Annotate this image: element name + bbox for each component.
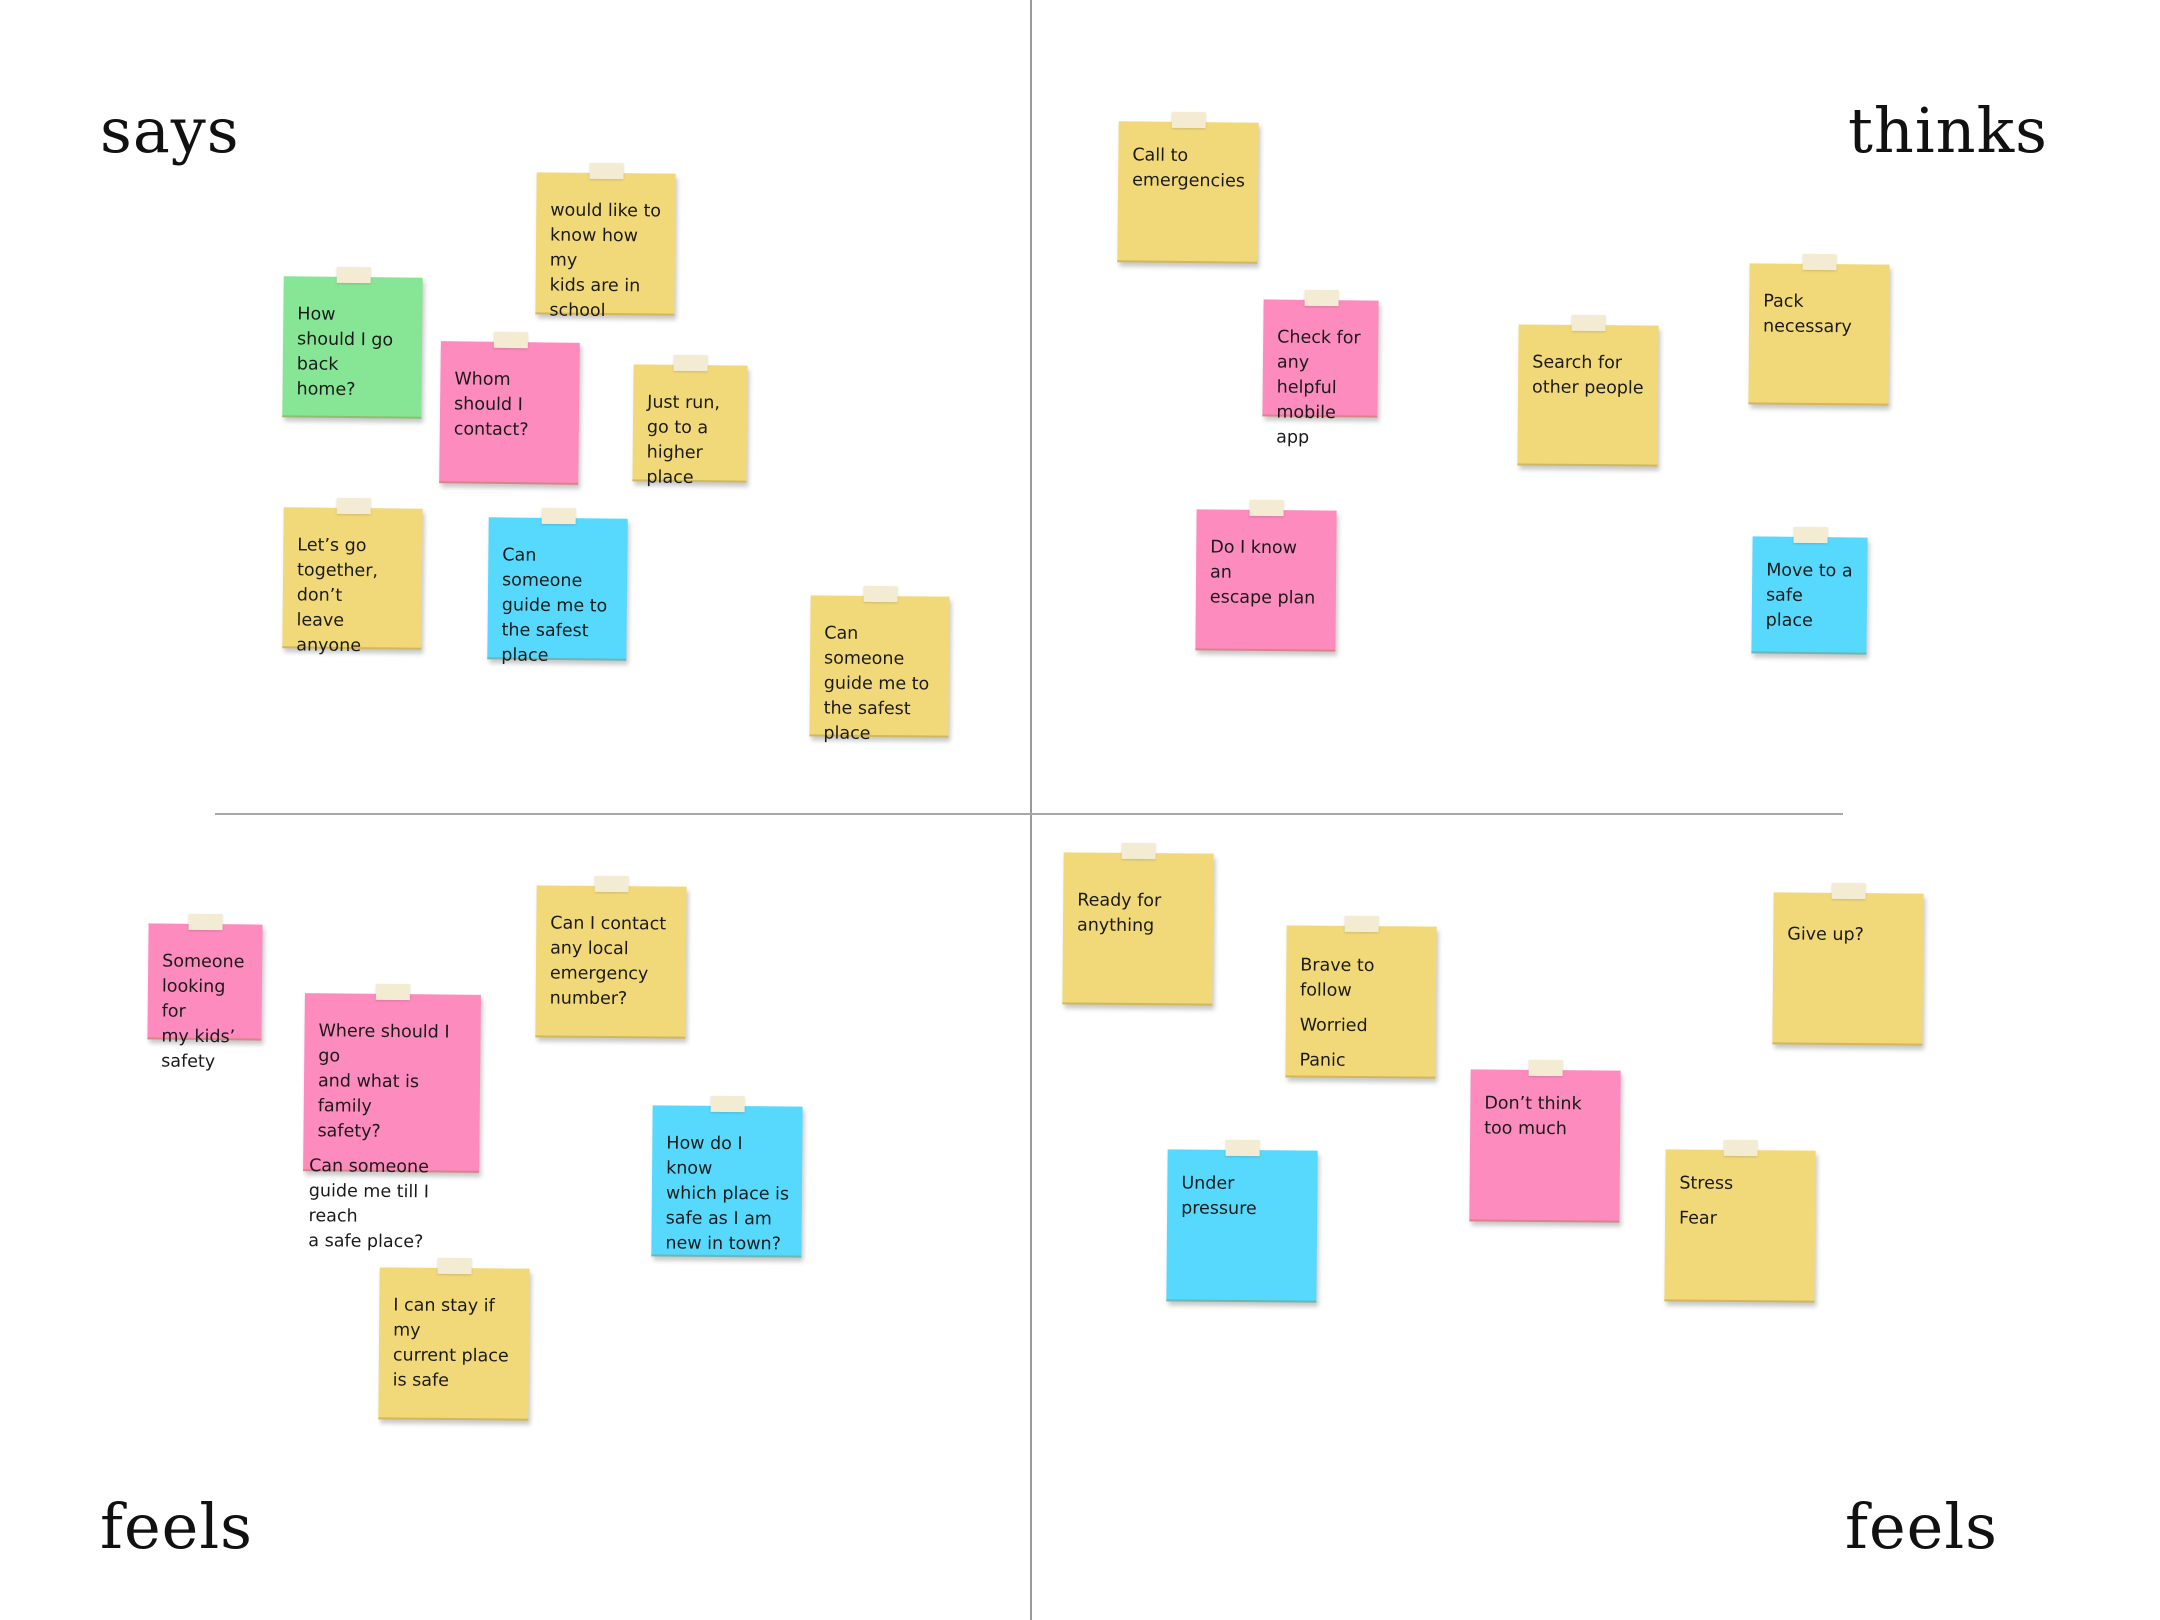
sticky-note-text: Stress	[1679, 1173, 1734, 1194]
sticky-note[interactable]: Under pressure	[1166, 1139, 1318, 1303]
tape-strip	[375, 983, 411, 1001]
sticky-note[interactable]: Someone looking for my kids’ safety	[147, 913, 263, 1072]
sticky-note-text: would like to know how my kids are in sc…	[549, 200, 662, 322]
sticky-note[interactable]: Let’s go together, don’t leave anyone	[282, 497, 423, 656]
sticky-note-text: Give up?	[1787, 924, 1864, 946]
sticky-note-text: Under pressure	[1181, 1173, 1257, 1220]
horizontal-divider	[215, 813, 1843, 815]
sticky-note[interactable]: How should I go back home?	[282, 266, 423, 419]
sticky-note-text: Let’s go together, don’t leave anyone	[296, 535, 379, 657]
sticky-note[interactable]: Can someone guide me to the safest place	[809, 585, 950, 744]
tape-strip	[1249, 499, 1284, 517]
tape-strip	[589, 162, 624, 180]
sticky-note[interactable]: Move to a safe place	[1751, 526, 1868, 655]
sticky-note[interactable]: How do I know which place is safe as I a…	[651, 1095, 803, 1258]
sticky-note[interactable]: I can stay if my current place is safe	[378, 1257, 530, 1421]
sticky-note-text: Search for other people	[1531, 352, 1644, 399]
tape-strip	[336, 266, 371, 284]
sticky-note-text: Brave to follow	[1300, 955, 1375, 1001]
sticky-note[interactable]: Call to emergencies	[1117, 111, 1259, 264]
sticky-note-text: Do I know an escape plan	[1209, 537, 1316, 609]
tape-strip	[1571, 314, 1606, 332]
tape-strip	[1723, 1139, 1758, 1157]
sticky-note-text: Where should I go and what is family saf…	[317, 1021, 450, 1142]
tape-strip	[1171, 111, 1206, 129]
sticky-note[interactable]: Can I contact any local emergency number…	[535, 875, 687, 1039]
sticky-note[interactable]: Don’t think too much	[1469, 1059, 1621, 1223]
sticky-note[interactable]: Can someone guide me to the safest place	[487, 507, 628, 666]
tape-strip	[594, 875, 629, 893]
tape-strip	[710, 1095, 745, 1113]
quadrant-label-thinks: thinks	[1848, 94, 2048, 167]
sticky-note-text: Don’t think too much	[1484, 1093, 1582, 1140]
sticky-note-text: Panic	[1299, 1050, 1346, 1071]
tape-strip	[541, 507, 576, 525]
sticky-note-text: Move to a safe place	[1765, 560, 1853, 632]
tape-strip	[493, 331, 528, 349]
tape-strip	[437, 1257, 472, 1275]
tape-strip	[1121, 842, 1156, 860]
sticky-note[interactable]: Do I know an escape plan	[1195, 499, 1337, 652]
tape-strip	[673, 354, 708, 372]
sticky-note-text: Pack necessary	[1762, 291, 1852, 338]
tape-strip	[1802, 253, 1837, 271]
sticky-note-text: Can I contact any local emergency number…	[549, 913, 667, 1010]
sticky-note-text: Can someone guide me till I reach a safe…	[308, 1156, 430, 1253]
sticky-note-text: Worried	[1299, 1015, 1368, 1037]
tape-strip	[1831, 882, 1866, 900]
sticky-note-text: How do I know which place is safe as I a…	[665, 1133, 790, 1255]
quadrant-label-says: says	[100, 94, 240, 167]
sticky-note[interactable]: Search for other people	[1517, 314, 1659, 467]
sticky-note-text: Whom should I contact?	[453, 369, 529, 441]
quadrant-label-feels-right: feels	[1845, 1490, 1998, 1563]
tape-strip	[1304, 289, 1339, 307]
sticky-note[interactable]: Ready for anything	[1062, 842, 1214, 1006]
sticky-note[interactable]: Check for any helpful mobile app	[1262, 289, 1379, 448]
sticky-note-text: I can stay if my current place is safe	[392, 1295, 509, 1391]
sticky-note-text: Can someone guide me to the safest place	[501, 545, 608, 666]
sticky-note[interactable]: would like to know how my kids are in sc…	[535, 162, 676, 321]
sticky-note-text: How should I go back home?	[296, 304, 394, 401]
sticky-note-text: Fear	[1678, 1208, 1717, 1229]
tape-strip	[1528, 1059, 1563, 1077]
sticky-note-text: Just run, go to a higher place	[646, 392, 721, 489]
vertical-divider	[1030, 0, 1032, 1620]
sticky-note-text: Call to emergencies	[1132, 145, 1246, 192]
sticky-note-text: Ready for anything	[1076, 890, 1162, 937]
sticky-note-text: Someone looking for my kids’ safety	[161, 951, 245, 1073]
tape-strip	[188, 913, 223, 931]
tape-strip	[1225, 1139, 1260, 1157]
sticky-note[interactable]: Pack necessary	[1748, 253, 1890, 406]
sticky-note-text: Check for any helpful mobile app	[1276, 327, 1361, 448]
sticky-note[interactable]: Just run, go to a higher place	[632, 354, 748, 488]
tape-strip	[863, 585, 898, 603]
tape-strip	[1344, 915, 1379, 933]
tape-strip	[1793, 526, 1828, 544]
sticky-note[interactable]: Where should I go and what is family saf…	[303, 983, 481, 1252]
sticky-note[interactable]: Whom should I contact?	[439, 331, 580, 485]
sticky-note-text: Can someone guide me to the safest place	[823, 623, 930, 744]
quadrant-label-feels-left: feels	[100, 1490, 253, 1563]
tape-strip	[336, 497, 371, 515]
sticky-note[interactable]: Give up?	[1772, 882, 1924, 1046]
